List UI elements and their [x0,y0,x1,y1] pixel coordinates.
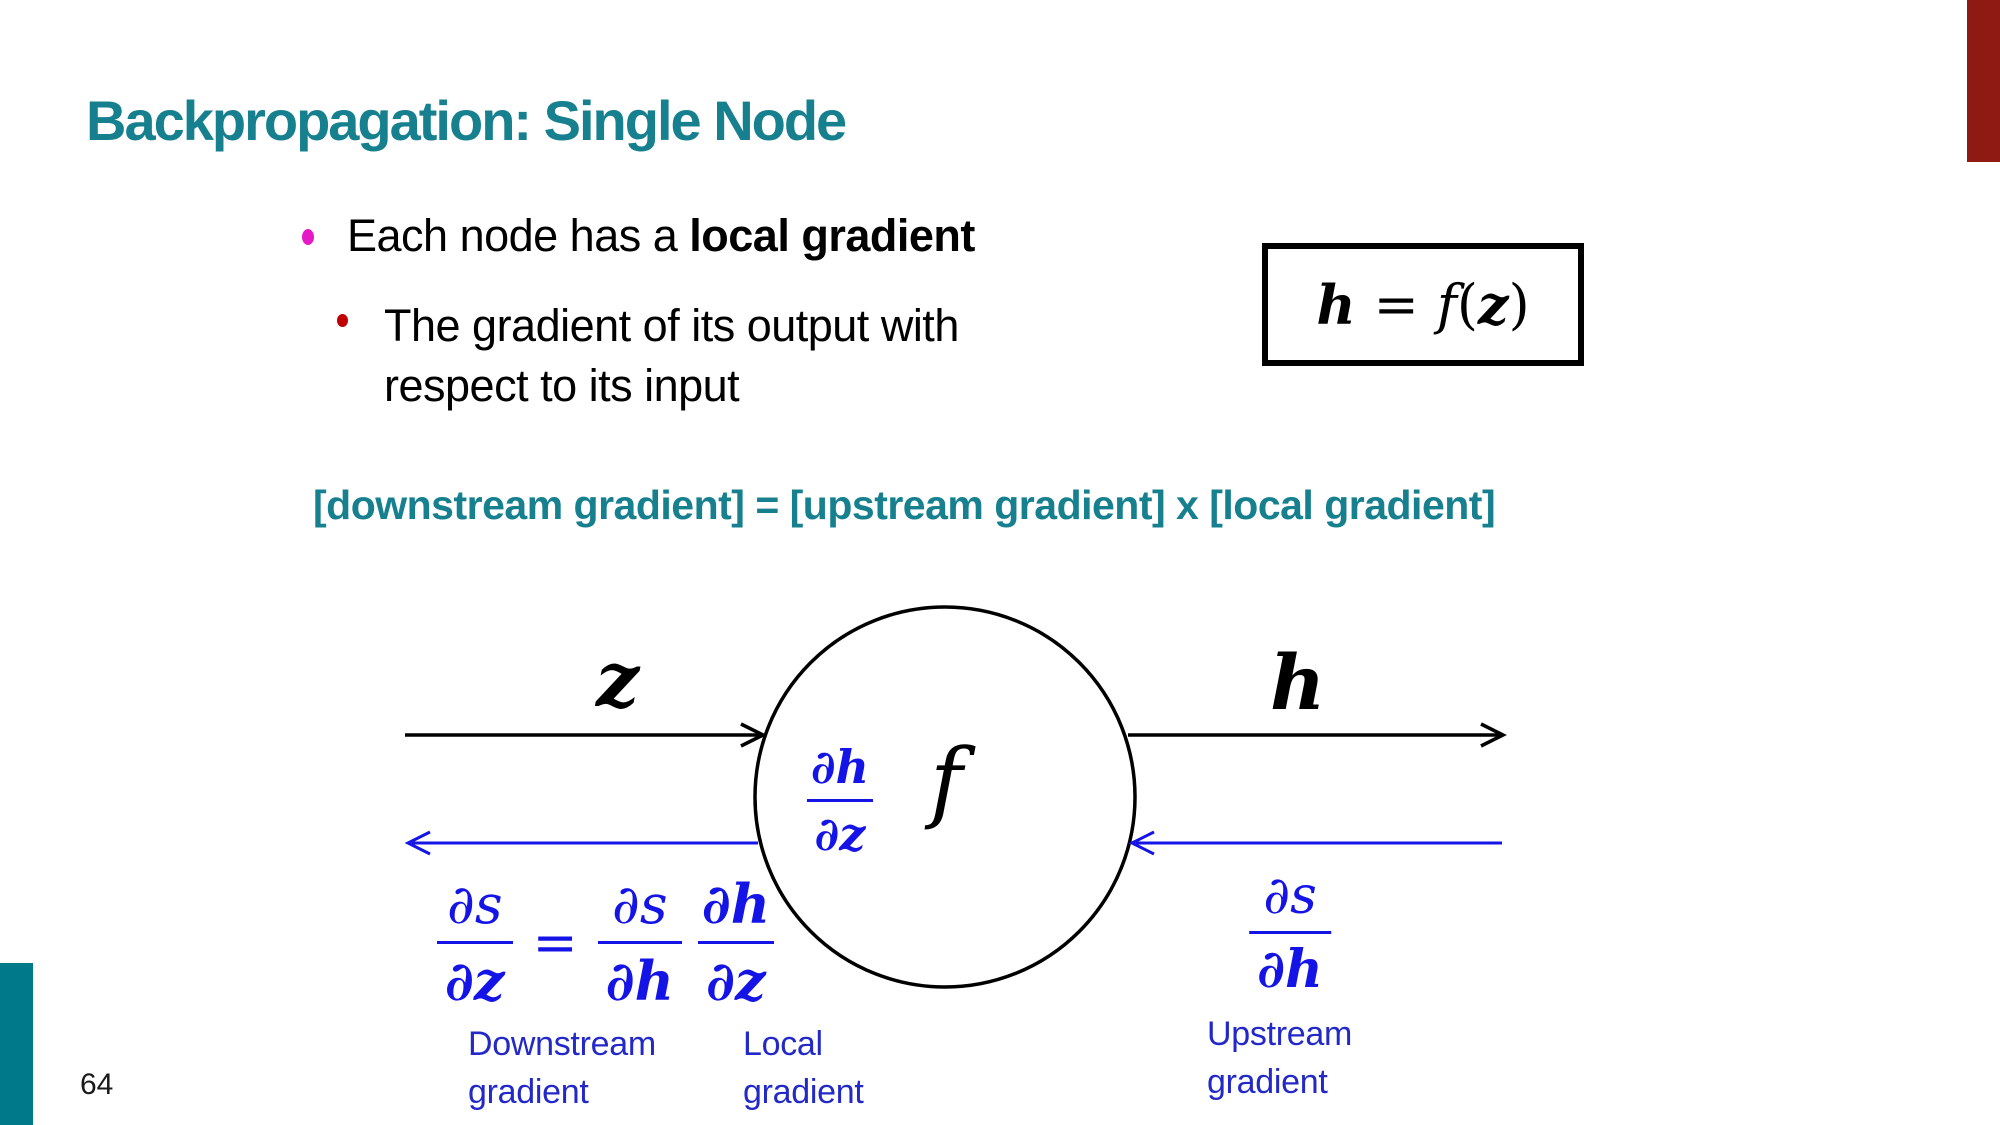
downstream-arrow-head-icon [404,830,431,856]
downstream-rhs1-fraction: ∂s ∂h [597,873,682,1013]
input-arrow-head-icon [740,722,767,748]
function-node-circle [753,605,1137,989]
upstream-gradient-label: Upstream gradient [1207,1015,1352,1101]
page-number: 64 [80,1068,114,1101]
bullet-sub: The gradient of its output with respect … [384,296,959,416]
key-formula: [downstream gradient] = [upstream gradie… [313,482,1496,528]
output-h-label: h [1270,638,1326,727]
top-right-accent-bar [1967,0,2000,162]
node-function-label: f [930,729,963,832]
output-arrow-head-icon [1480,722,1507,748]
slide-title: Backpropagation: Single Node [86,88,847,152]
bullet-sub-line2: respect to its input [384,360,740,411]
equation-func: f [1436,273,1457,336]
local-gradient-label: Local gradient [743,1025,864,1111]
input-z-label: z [596,635,640,724]
equation-arg: z [1477,272,1509,337]
bullet-main-bold: local gradient [689,210,975,261]
equation-box: h = f ( z ) [1262,243,1584,366]
downstream-gradient-equation: ∂s ∂z = ∂s ∂h ∂h ∂z [437,872,778,1013]
downstream-gradient-label: Downstream gradient [468,1025,656,1111]
equation-equals: = [1373,273,1419,336]
upstream-gradient-fraction: ∂s ∂h [1249,866,1331,1000]
equation-lparen: ( [1456,273,1478,336]
bullet-sub-line1: The gradient of its output with [384,300,959,351]
local-gradient-fraction: ∂h ∂z [803,740,877,861]
equation-rparen: ) [1508,273,1530,336]
sub-bullet-marker-icon [337,314,348,327]
equation-lhs: h [1316,272,1356,337]
bullet-marker-icon [302,229,314,245]
bottom-left-accent-bar [0,963,33,1125]
bullet-main: Each node has a local gradient [347,210,975,262]
downstream-lhs-fraction: ∂s ∂z [437,873,513,1013]
downstream-rhs2-fraction: ∂h ∂z [694,872,778,1013]
bullet-main-prefix: Each node has a [347,210,690,261]
downstream-equals: = [532,911,578,974]
upstream-arrow-head-icon [1128,830,1155,856]
